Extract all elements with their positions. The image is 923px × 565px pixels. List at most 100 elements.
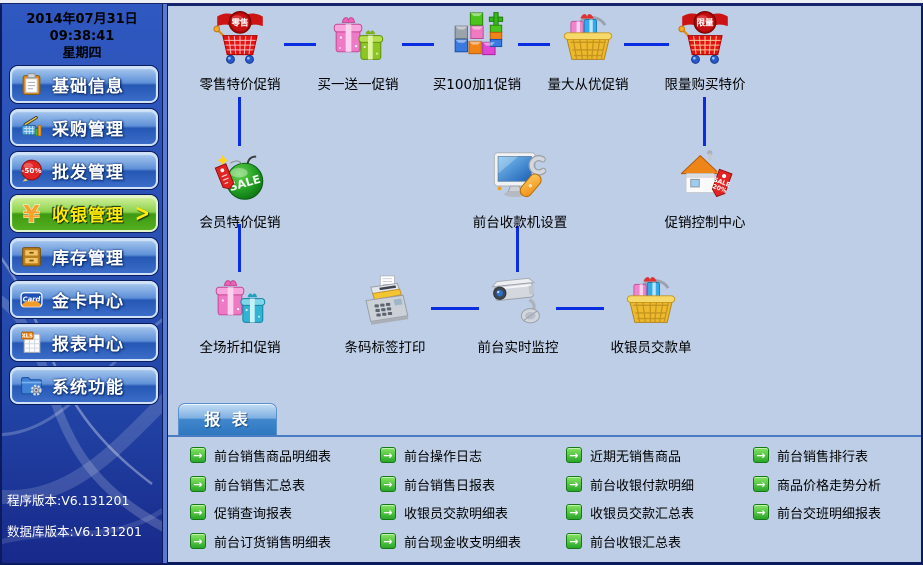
connector-line [518, 43, 550, 46]
report-link-front-sales-summary[interactable]: → 前台销售汇总表 [190, 475, 305, 494]
sidebar-item-label: 收银管理 [52, 206, 124, 226]
flow-item-label: 量大从优促销 [547, 77, 629, 93]
cubes-plus-icon [446, 10, 508, 71]
report-link-front-sales-item-detail[interactable]: → 前台销售商品明细表 [190, 446, 331, 465]
green-arrow-icon: → [380, 447, 396, 463]
flow-item-volume-discount[interactable]: 量大从优促销 [522, 10, 654, 93]
main-canvas [168, 6, 921, 562]
flow-item-buy-one-get-one[interactable]: 买一送一促销 [292, 10, 424, 93]
green-arrow-icon: → [190, 533, 206, 549]
report-link-front-cashier-pay-detail[interactable]: → 前台收银付款明细 [566, 475, 695, 494]
report-link-label: 近期无销售商品 [590, 449, 682, 465]
report-link-front-cashier-summary[interactable]: → 前台收银汇总表 [566, 532, 681, 551]
flow-item-pos-settings[interactable]: 前台收款机设置 [454, 148, 586, 231]
sidebar-item-label: 报表中心 [52, 335, 124, 355]
green-arrow-icon: → [190, 476, 206, 492]
sidebar-item-basic-info[interactable]: 基础信息 [10, 66, 158, 103]
yen-glyph: ¥ [23, 201, 40, 226]
green-arrow-icon: → [753, 476, 769, 492]
flow-item-promo-control-center[interactable]: SALE 20% 促销控制中心 [639, 148, 771, 231]
chevron-right-icon: > [134, 198, 150, 227]
sidebar-item-label: 库存管理 [52, 249, 124, 269]
report-link-cashier-payment-summary[interactable]: → 收银员交款汇总表 [566, 503, 695, 522]
flow-item-storewide-discount[interactable]: 全场折扣促销 [174, 273, 306, 356]
sidebar-item-purchase[interactable]: 采购管理 [10, 109, 158, 146]
limited-cart-icon: 限量 [674, 10, 736, 71]
sidebar-item-gold-card[interactable]: Card 金卡中心 [10, 281, 158, 318]
green-arrow-icon: → [380, 504, 396, 520]
window-top-highlight [0, 0, 923, 3]
sidebar-item-inventory[interactable]: 库存管理 [10, 238, 158, 275]
gift-boxes-icon [327, 10, 389, 71]
green-arrow-icon: → [190, 504, 206, 520]
flow-item-member-special[interactable]: SALE 会员特价促销 [174, 148, 306, 231]
discount-badge-text: -50% [21, 166, 42, 175]
green-arrow-icon: → [566, 447, 582, 463]
report-link-price-trend-analysis[interactable]: → 商品价格走势分析 [753, 475, 881, 494]
retail-cart-icon: 零售 [209, 10, 271, 71]
database-version-text: 数据库版本:V6.131201 [7, 524, 142, 539]
flow-item-realtime-monitor[interactable]: 前台实时监控 [452, 273, 584, 356]
report-link-promo-query[interactable]: → 促销查询报表 [190, 503, 292, 522]
flow-item-retail-special-promo[interactable]: 零售 零售特价促销 [174, 10, 306, 93]
retail-badge-text: 零售 [230, 17, 248, 29]
cctv-camera-icon [487, 273, 549, 334]
sidebar-item-system[interactable]: 系统功能 [10, 367, 158, 404]
green-arrow-icon: → [566, 476, 582, 492]
sidebar-item-cashier[interactable]: ¥ 收银管理 > [10, 195, 158, 232]
report-link-label: 收银员交款汇总表 [590, 506, 695, 522]
time-text: 09:38:41 [49, 29, 115, 44]
report-link-front-daily-sales[interactable]: → 前台销售日报表 [380, 475, 495, 494]
tab-underline [168, 435, 921, 437]
sidebar-item-report-center[interactable]: XLS 报表中心 [10, 324, 158, 361]
connector-line [703, 97, 706, 146]
xls-text: XLS [22, 333, 33, 339]
connector-line [402, 43, 434, 46]
green-arrow-icon: → [566, 533, 582, 549]
sidebar: 2014年07月31日 09:38:41 星期四 基础信息 [2, 4, 162, 563]
report-link-front-cash-flow-detail[interactable]: → 前台现金收支明细表 [380, 532, 522, 551]
basket-gifts-icon [620, 273, 682, 334]
flow-item-label: 限量购买特价 [664, 77, 746, 93]
flow-item-limited-special[interactable]: 限量 限量购买特价 [639, 10, 771, 93]
report-link-shift-change-detail[interactable]: → 前台交班明细报表 [753, 503, 881, 522]
weekday-text: 星期四 [62, 46, 102, 61]
sidebar-item-label: 系统功能 [52, 378, 124, 398]
card-text: Card [23, 296, 41, 304]
flow-item-barcode-label-print[interactable]: 条码标签打印 [319, 273, 451, 356]
connector-line [238, 224, 241, 272]
flow-item-label: 零售特价促销 [199, 77, 281, 93]
flow-item-buy100-plus1[interactable]: 买100加1促销 [411, 10, 543, 93]
connector-line [624, 43, 669, 46]
house-sale-tag-icon: SALE 20% [674, 148, 736, 209]
limited-badge-text: 限量 [696, 17, 714, 29]
sidebar-item-wholesale[interactable]: -50% 批发管理 [10, 152, 158, 189]
program-version-text: 程序版本:V6.131201 [7, 493, 130, 508]
sidebar-divider [162, 4, 168, 563]
date-text: 2014年07月31日 [26, 12, 138, 27]
green-arrow-icon: → [566, 504, 582, 520]
report-link-label: 前台现金收支明细表 [404, 535, 522, 551]
sidebar-item-label: 基础信息 [52, 77, 124, 97]
discount-badge-icon: -50% [18, 157, 45, 184]
report-link-recent-no-sales[interactable]: → 近期无销售商品 [566, 446, 682, 465]
sidebar-item-label: 采购管理 [52, 120, 124, 140]
flow-item-label: 会员特价促销 [199, 215, 281, 231]
report-link-front-order-sales-detail[interactable]: → 前台订货销售明细表 [190, 532, 332, 551]
tab-reports[interactable]: 报 表 [178, 403, 277, 435]
report-link-front-operation-log[interactable]: → 前台操作日志 [380, 446, 482, 465]
flow-item-label: 全场折扣促销 [199, 340, 281, 356]
connector-line [556, 307, 604, 310]
report-link-cashier-payment-detail[interactable]: → 收银员交款明细表 [380, 503, 508, 522]
report-link-front-sales-ranking[interactable]: → 前台销售排行表 [753, 446, 868, 465]
window-top-border [0, 3, 923, 6]
report-link-label: 前台订货销售明细表 [214, 535, 332, 551]
clipboard-icon [18, 71, 45, 98]
green-arrow-icon: → [380, 476, 396, 492]
green-arrow-icon: → [753, 504, 769, 520]
report-link-label: 前台收银付款明细 [590, 478, 695, 494]
green-arrow-icon: → [190, 447, 206, 463]
flow-item-cashier-payment-slip[interactable]: 收银员交款单 [585, 273, 717, 356]
folder-gear-icon [18, 372, 45, 399]
